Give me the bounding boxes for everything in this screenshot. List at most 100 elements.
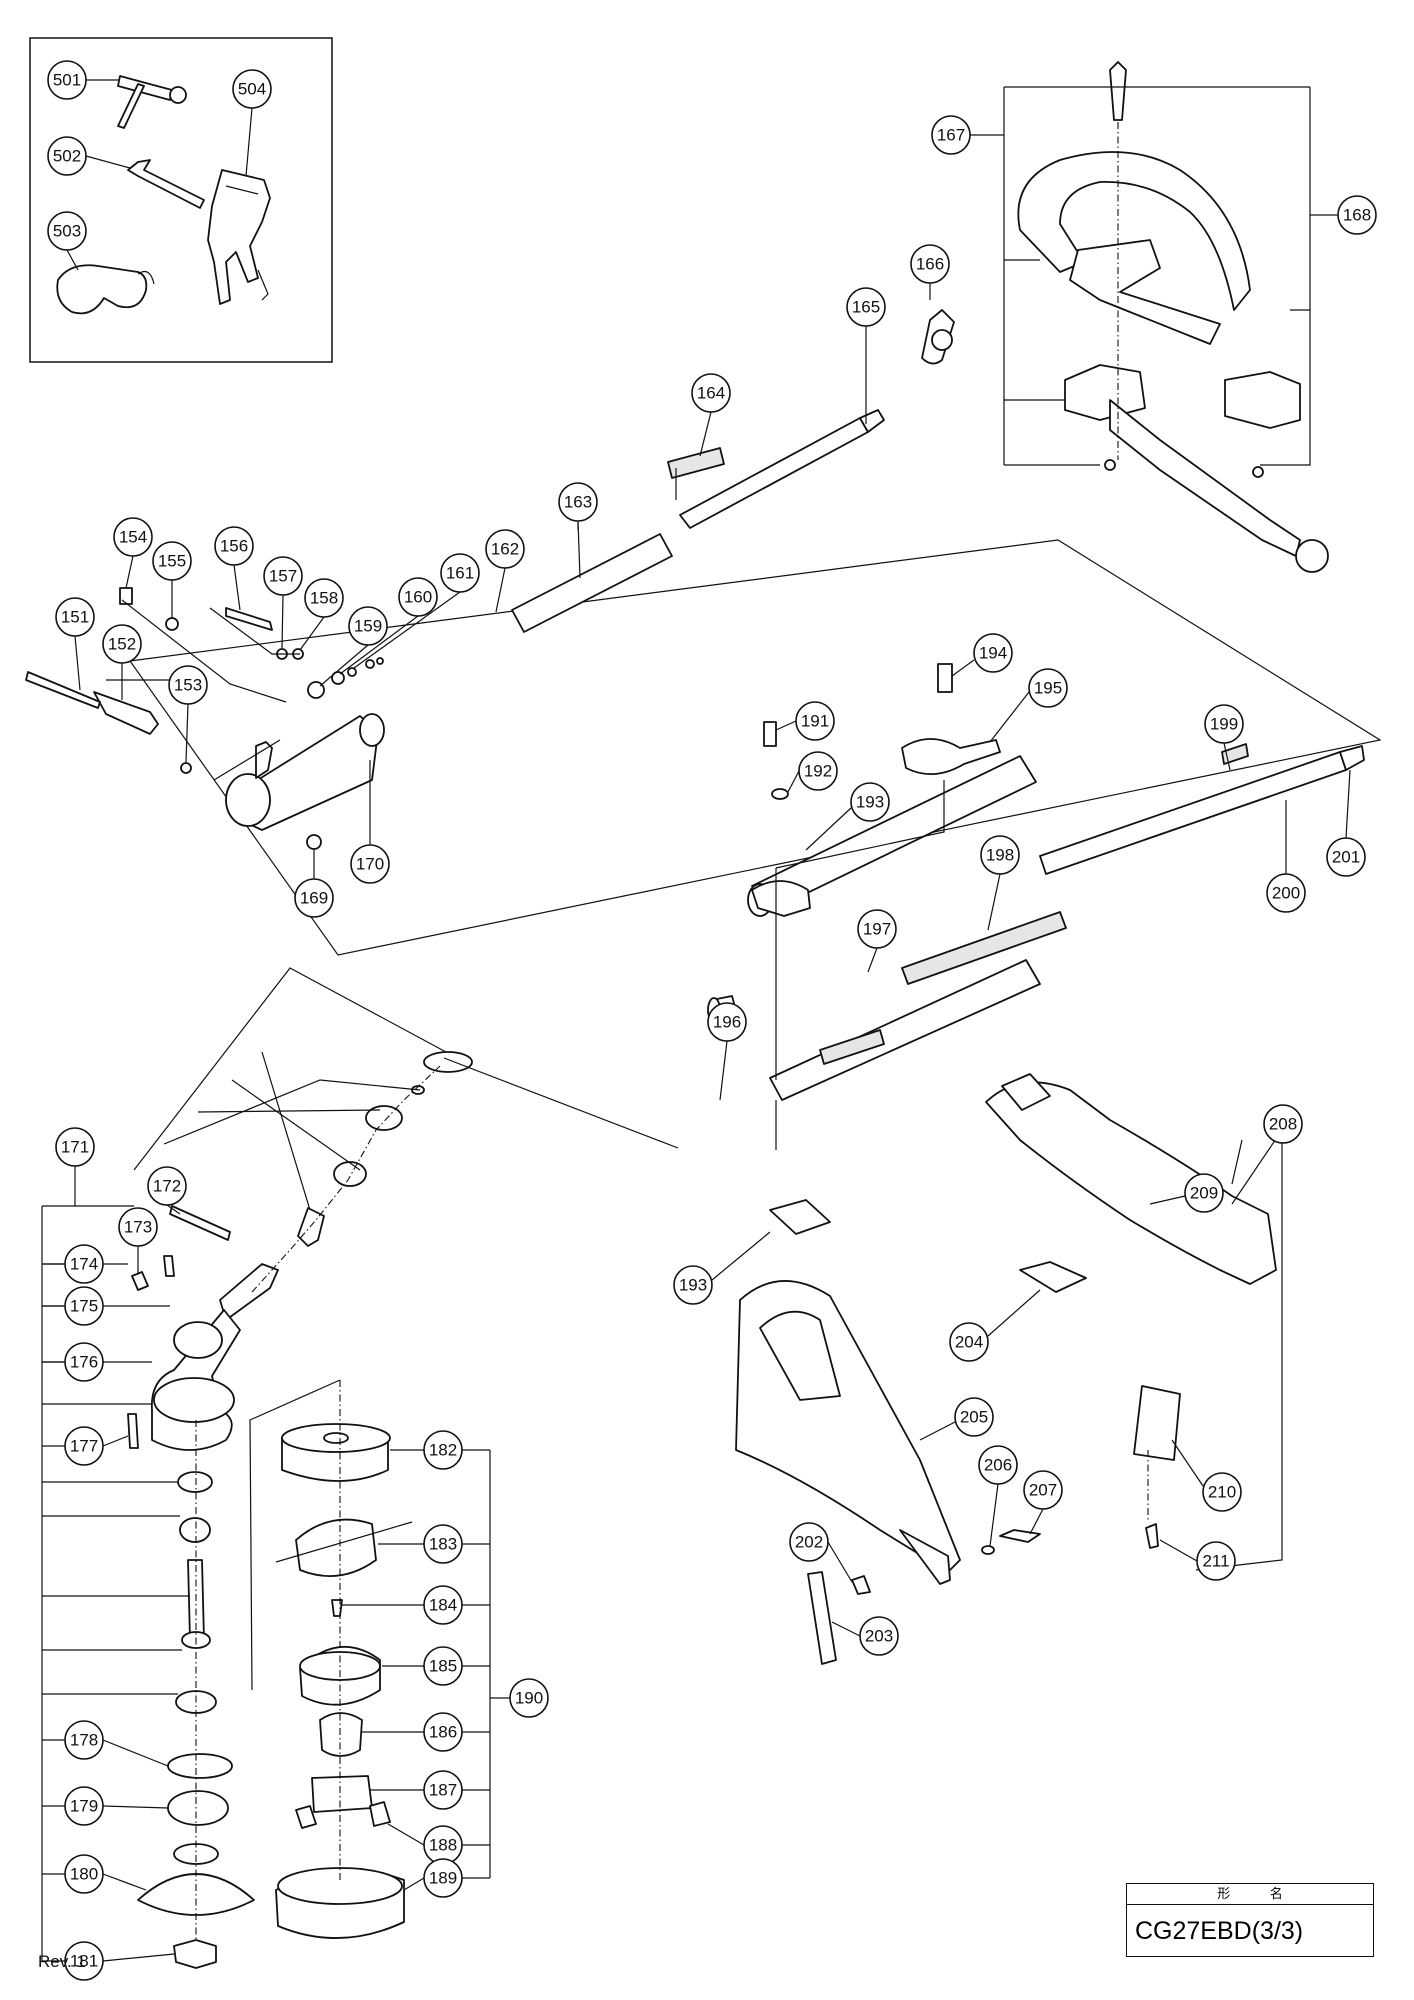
callout-207: 207 [1023,1470,1063,1510]
callout-194: 194 [973,633,1013,673]
callout-152: 152 [102,624,142,664]
callout-196: 196 [707,1002,747,1042]
callout-170: 170 [350,844,390,884]
callout-179: 179 [64,1786,104,1826]
svg-text:167: 167 [937,126,965,145]
callout-167: 167 [931,115,971,155]
svg-text:180: 180 [70,1865,98,1884]
model-label: 形 名 [1127,1884,1373,1905]
callout-195: 195 [1028,668,1068,708]
group-frame-upper [128,539,1382,956]
svg-text:208: 208 [1269,1115,1297,1134]
hex-key-part [127,159,205,209]
callout-168: 168 [1337,195,1377,235]
svg-text:199: 199 [1210,715,1238,734]
svg-text:204: 204 [955,1333,983,1352]
callout-177: 177 [64,1426,104,1466]
svg-text:176: 176 [70,1353,98,1372]
callout-205: 205 [954,1397,994,1437]
svg-text:182: 182 [429,1441,457,1460]
svg-text:179: 179 [70,1797,98,1816]
svg-text:169: 169 [300,889,328,908]
callout-187: 187 [423,1770,463,1810]
drive-shaft-middle [707,663,1365,1101]
svg-text:193: 193 [856,793,884,812]
callout-192: 192 [798,751,838,791]
callout-190: 190 [509,1678,549,1718]
callout-164: 164 [691,373,731,413]
callout-210: 210 [1202,1472,1242,1512]
callout-204: 204 [949,1322,989,1362]
svg-text:163: 163 [564,493,592,512]
svg-text:195: 195 [1034,679,1062,698]
svg-text:174: 174 [70,1255,98,1274]
svg-text:207: 207 [1029,1481,1057,1500]
callout-193: 193 [850,782,890,822]
svg-text:155: 155 [158,552,186,571]
svg-text:503: 503 [53,222,81,241]
callout-198: 198 [980,835,1020,875]
callout-208: 208 [1263,1104,1303,1144]
callout-173: 173 [118,1207,158,1247]
svg-text:152: 152 [108,635,136,654]
svg-text:201: 201 [1332,848,1360,867]
callout-171: 171 [55,1127,95,1167]
svg-text:159: 159 [354,617,382,636]
svg-text:185: 185 [429,1657,457,1676]
svg-text:157: 157 [269,567,297,586]
svg-text:168: 168 [1343,206,1371,225]
callout-151: 151 [55,597,95,637]
svg-text:203: 203 [865,1627,893,1646]
callout-185: 185 [423,1646,463,1686]
svg-text:200: 200 [1272,884,1300,903]
svg-text:210: 210 [1208,1483,1236,1502]
callout-156: 156 [214,526,254,566]
callout-165: 165 [846,287,886,327]
svg-text:154: 154 [119,528,147,547]
svg-text:502: 502 [53,147,81,166]
clamp-housing-assembly [25,587,385,850]
front-handle-assembly [1017,61,1329,573]
svg-text:196: 196 [713,1013,741,1032]
goggles-arm [137,271,155,285]
callout-160: 160 [398,577,438,617]
svg-text:170: 170 [356,855,384,874]
callout-166: 166 [910,244,950,284]
callout-172: 172 [147,1166,187,1206]
safety-goggles-part [56,264,148,315]
svg-text:153: 153 [174,676,202,695]
callout-503: 503 [47,211,87,251]
callout-161: 161 [440,553,480,593]
svg-text:194: 194 [979,644,1007,663]
svg-text:173: 173 [124,1218,152,1237]
callout-501: 501 [47,60,87,100]
svg-text:192: 192 [804,762,832,781]
svg-text:162: 162 [491,540,519,559]
svg-text:160: 160 [404,588,432,607]
callout-155: 155 [152,541,192,581]
callout-203: 203 [859,1616,899,1656]
svg-text:504: 504 [238,80,266,99]
svg-text:171: 171 [61,1138,89,1157]
harness-part [207,169,271,305]
callout-206: 206 [978,1445,1018,1485]
model-number: CG27EBD(3/3) [1135,1917,1304,1945]
callout-209: 209 [1184,1173,1224,1213]
svg-text:183: 183 [429,1535,457,1554]
svg-text:175: 175 [70,1297,98,1316]
callout-175: 175 [64,1286,104,1326]
trimmer-head-assembly [275,1423,413,1939]
callout-163: 163 [558,482,598,522]
callout-191: 191 [795,701,835,741]
drive-shaft-upper [511,309,955,633]
svg-text:177: 177 [70,1437,98,1456]
svg-text:172: 172 [153,1177,181,1196]
svg-text:190: 190 [515,1689,543,1708]
callout-184: 184 [423,1585,463,1625]
accessories-inset-box [29,37,333,363]
revision-label: Rev. 1 [38,1952,86,1971]
svg-text:187: 187 [429,1781,457,1800]
callout-504: 504 [232,69,272,109]
callout-201: 201 [1326,837,1366,877]
